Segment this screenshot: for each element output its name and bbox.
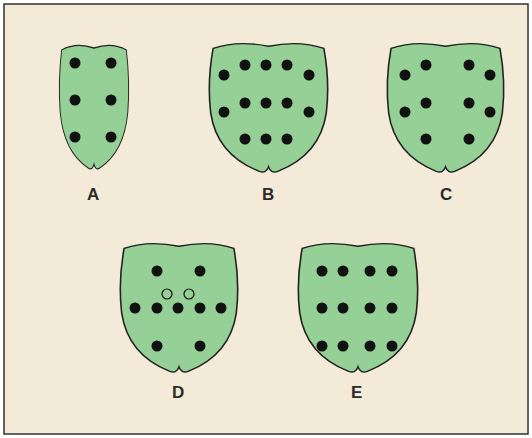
figure-letter: B — [262, 186, 274, 205]
tongue-b — [209, 44, 327, 172]
figure-letter: E — [351, 384, 362, 403]
tongue-a — [59, 45, 128, 168]
figure-letter: D — [172, 384, 184, 403]
taste-dots — [70, 58, 496, 352]
tongue-c — [387, 44, 503, 172]
figure-letter: A — [87, 186, 99, 205]
frame — [4, 4, 528, 434]
open-dots — [162, 289, 194, 299]
tongue-e — [298, 244, 417, 372]
figure-letter: C — [440, 186, 452, 205]
tongue-d — [120, 244, 237, 372]
